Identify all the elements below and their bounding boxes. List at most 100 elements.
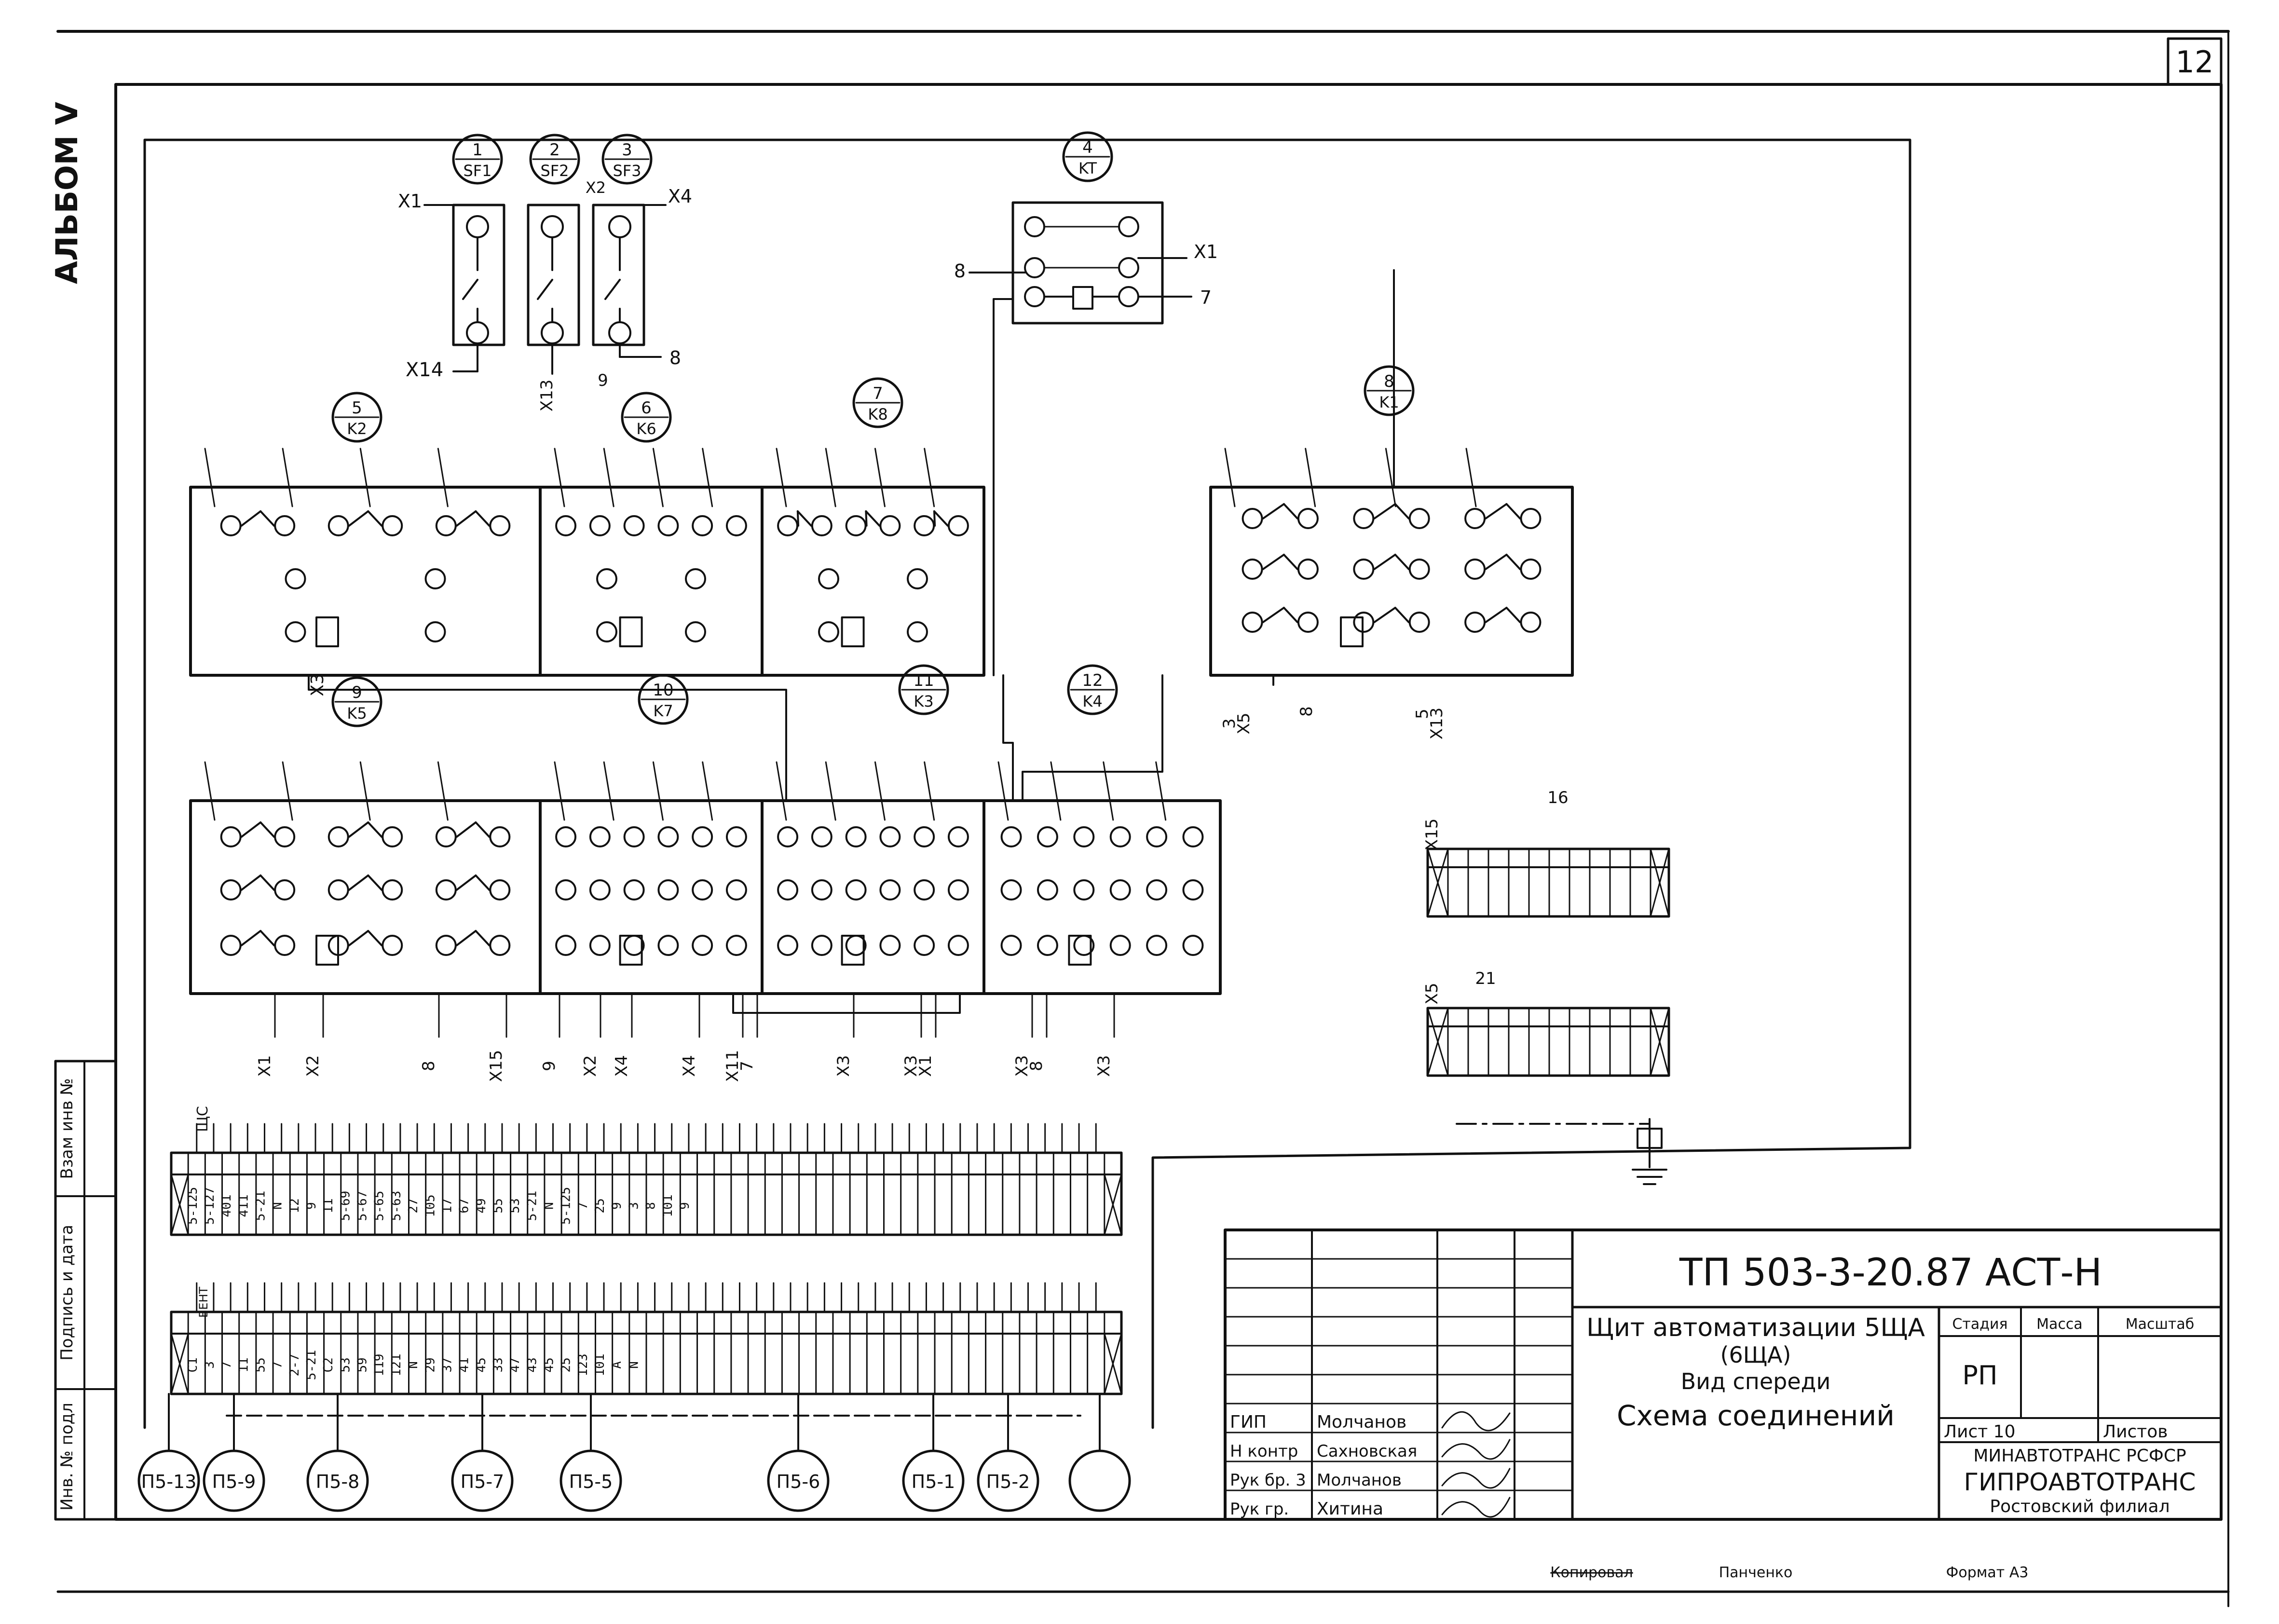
cable-ps8: П5-8 xyxy=(306,1393,369,1512)
title-line4: Схема соединений xyxy=(1617,1399,1895,1432)
relay-panel-k1-terminal xyxy=(1353,612,1375,633)
relay-panel-k8-terminal xyxy=(818,621,839,642)
relay-panel-k5-terminal xyxy=(328,879,349,901)
relay-panel-k5-terminal xyxy=(382,826,403,847)
svg-text:П5-5: П5-5 xyxy=(569,1471,613,1492)
svg-text:SF2: SF2 xyxy=(540,162,569,180)
relay-panel-k4-terminal xyxy=(1146,879,1168,901)
relay-panel-k7-terminal xyxy=(657,879,679,901)
footer-copier: Панченко xyxy=(1719,1564,1793,1581)
svg-text:П5-13: П5-13 xyxy=(141,1471,197,1492)
relay-panel-k1-terminal xyxy=(1408,508,1430,529)
relay-panel-k6 xyxy=(539,448,764,677)
relay-panel-k2-terminal xyxy=(220,515,242,536)
name-1: Молчанов xyxy=(1317,1412,1406,1432)
relay-panel-k4-terminal xyxy=(1146,826,1168,847)
relay-panel-k3 xyxy=(761,761,985,995)
relay-panel-k6-terminal xyxy=(596,621,617,642)
margin-strip: Инв. № подл Подпись и дата Взам инв № xyxy=(54,1060,117,1521)
relay-panel-k6-terminal xyxy=(623,515,645,536)
breaker-sf3: 3 SF3 X4 8 9 xyxy=(592,134,692,390)
svg-text:3: 3 xyxy=(1220,718,1239,729)
terminal-wire-label: 43 xyxy=(525,1357,539,1372)
relay-panel-k7-terminal xyxy=(623,879,645,901)
relay-panel-k8-terminal xyxy=(818,568,839,589)
svg-text:5: 5 xyxy=(352,398,362,418)
terminal-wire-label: 3 xyxy=(203,1361,217,1369)
relay-panel-k4-terminal xyxy=(1109,935,1131,956)
relay-panel-k2-terminal xyxy=(285,621,306,642)
row-bottom-label: 8 xyxy=(1027,1061,1046,1071)
terminal-wire-label: 121 xyxy=(389,1354,404,1377)
terminal-wire-label: С1 xyxy=(186,1357,200,1372)
margin-field-sign: Подпись и дата xyxy=(57,1225,77,1361)
svg-text:X13: X13 xyxy=(1427,708,1447,740)
svg-text:3: 3 xyxy=(622,140,632,160)
relay-panel-k8-terminal xyxy=(914,515,935,536)
row-bottom-label: X4 xyxy=(612,1055,631,1077)
relay-panel-k6-terminal xyxy=(596,568,617,589)
relay-panel-k2-terminal xyxy=(489,515,511,536)
svg-text:21: 21 xyxy=(1475,969,1496,988)
relay-panel-k7-terminal xyxy=(555,826,577,847)
svg-text:7: 7 xyxy=(873,384,883,403)
terminal-wire-label: 11 xyxy=(321,1198,336,1213)
svg-text:X5: X5 xyxy=(1422,983,1442,1005)
footer-copied: Копировал xyxy=(1550,1564,1633,1581)
relay-panel-k6-terminal xyxy=(725,515,747,536)
terminal-wire-label: 55 xyxy=(253,1357,268,1372)
svg-text:X1: X1 xyxy=(398,191,422,212)
relay-panel-k1-terminal xyxy=(1464,508,1486,529)
terminal-wire-label: 5-69 xyxy=(338,1191,353,1221)
relay-panel-k3-terminal xyxy=(879,879,901,901)
relay-panel-k6-terminal xyxy=(555,515,577,536)
relay-panel-k4-terminal xyxy=(1182,935,1204,956)
svg-text:6: 6 xyxy=(641,398,652,418)
relay-panel-k8-coil xyxy=(841,616,865,647)
relay-panel-k3-terminal xyxy=(879,826,901,847)
relay-panel-k1-terminal xyxy=(1464,559,1486,580)
relay-panel-k3-terminal xyxy=(914,935,935,956)
terminal-wire-label: 12 xyxy=(287,1198,302,1213)
name-2: Сахновская xyxy=(1317,1442,1417,1461)
sheets-label: Листов xyxy=(2103,1422,2168,1442)
relay-panel-k4-terminal xyxy=(1182,826,1204,847)
terminal-wire-label: 53 xyxy=(338,1357,353,1372)
role-1: ГИП xyxy=(1230,1412,1267,1432)
relay-panel-k4-terminal xyxy=(1073,826,1095,847)
terminal-wire-label: 101 xyxy=(593,1354,607,1377)
svg-text:П5-8: П5-8 xyxy=(316,1471,360,1492)
terminal-wire-label: 17 xyxy=(440,1198,454,1213)
relay-panel-k1-terminal xyxy=(1297,559,1319,580)
relay-panel-k2-terminal xyxy=(424,621,446,642)
terminal-wire-label: 59 xyxy=(355,1357,370,1372)
relay-panel-k5-terminal xyxy=(220,879,242,901)
terminal-wire-label: 9 xyxy=(610,1202,624,1210)
row-bottom-label: X2 xyxy=(581,1055,600,1077)
svg-text:П5-9: П5-9 xyxy=(212,1471,256,1492)
terminal-wire-label: 9 xyxy=(678,1202,692,1210)
relay-panel-k4-terminal xyxy=(1109,879,1131,901)
boundary-wire xyxy=(143,138,1911,1429)
svg-text:K7: K7 xyxy=(653,702,673,720)
terminal-wire-label: N xyxy=(542,1202,557,1210)
relay-panel-k7-terminal xyxy=(725,826,747,847)
relay-panel-k2-coil xyxy=(315,616,339,647)
relay-panel-k7-coil xyxy=(619,935,643,966)
relay-panel-k1-terminal xyxy=(1242,559,1263,580)
relay-panel-k2-terminal xyxy=(285,568,306,589)
svg-text:X13: X13 xyxy=(537,380,557,412)
row-bottom-label: 7 xyxy=(737,1061,757,1071)
svg-text:SF3: SF3 xyxy=(613,162,641,180)
stage-header: Стадия xyxy=(1952,1316,2007,1333)
title-block: ГИП Молчанов Н контр Сахновская Рук бр. … xyxy=(1224,1228,2223,1521)
k2-bottom-label: X3 xyxy=(308,673,328,696)
terminal-wire-label: 401 xyxy=(219,1195,234,1217)
relay-panel-k2 xyxy=(189,448,542,677)
svg-text:7: 7 xyxy=(1200,287,1212,308)
